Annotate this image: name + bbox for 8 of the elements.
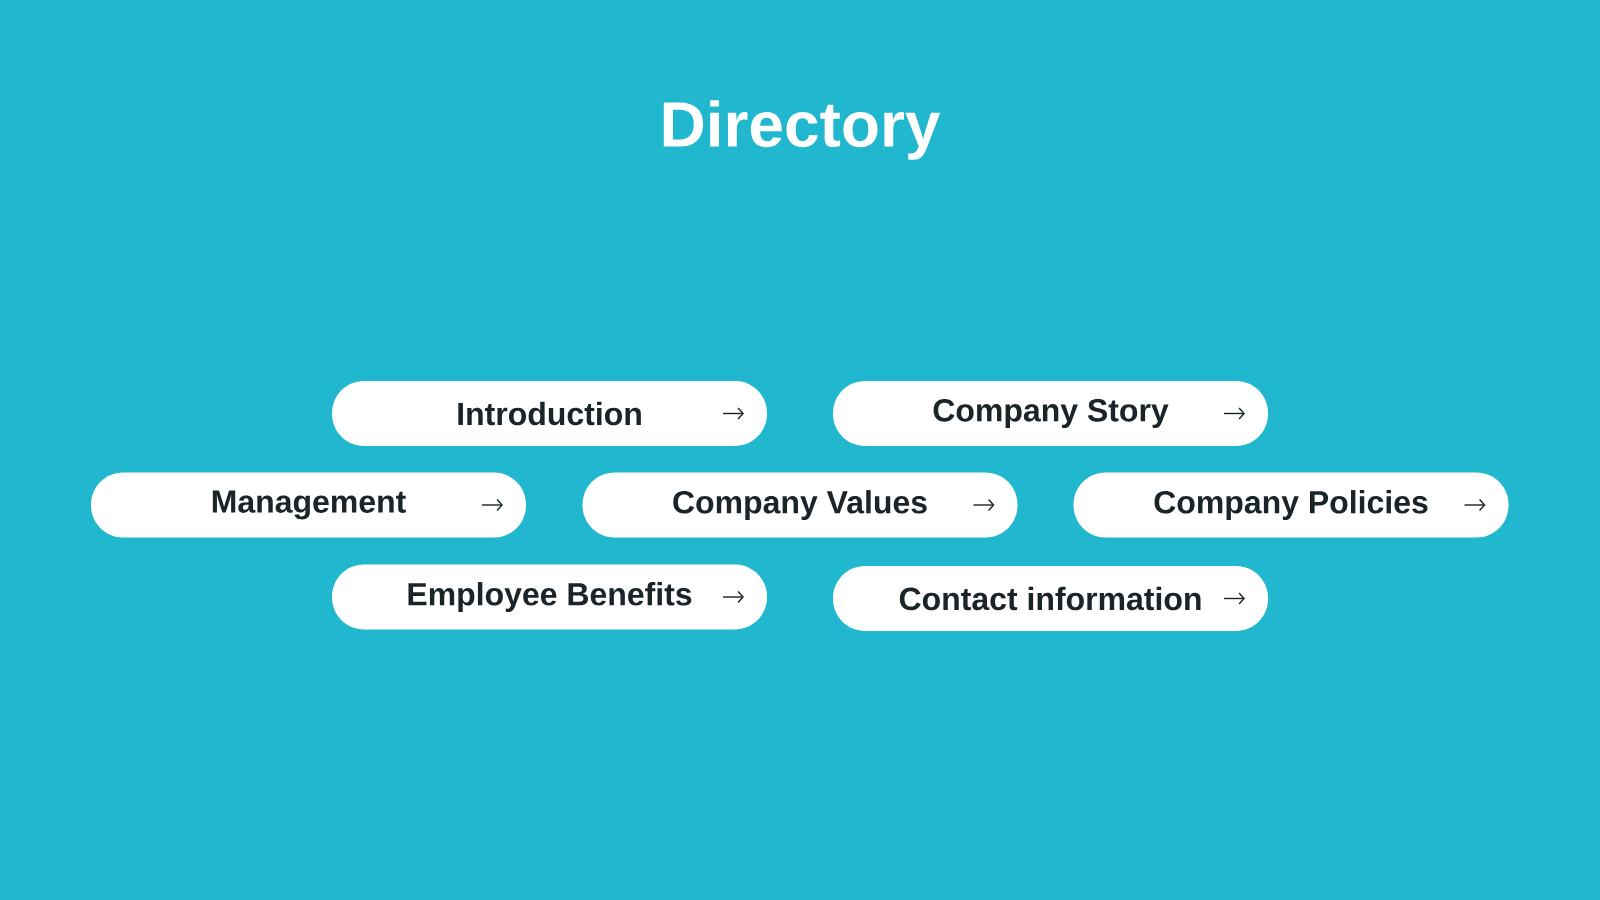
link-button: Company Story	[833, 381, 1268, 446]
link-button: Contact information	[833, 566, 1268, 631]
link-button: Introduction	[332, 381, 767, 446]
link-button: Employee Benefits	[332, 564, 767, 630]
link-button: Management	[91, 472, 526, 538]
title: Directory	[663, 100, 941, 160]
link-button: Company Values	[582, 472, 1018, 538]
link-button: Company Policies	[1073, 472, 1509, 538]
